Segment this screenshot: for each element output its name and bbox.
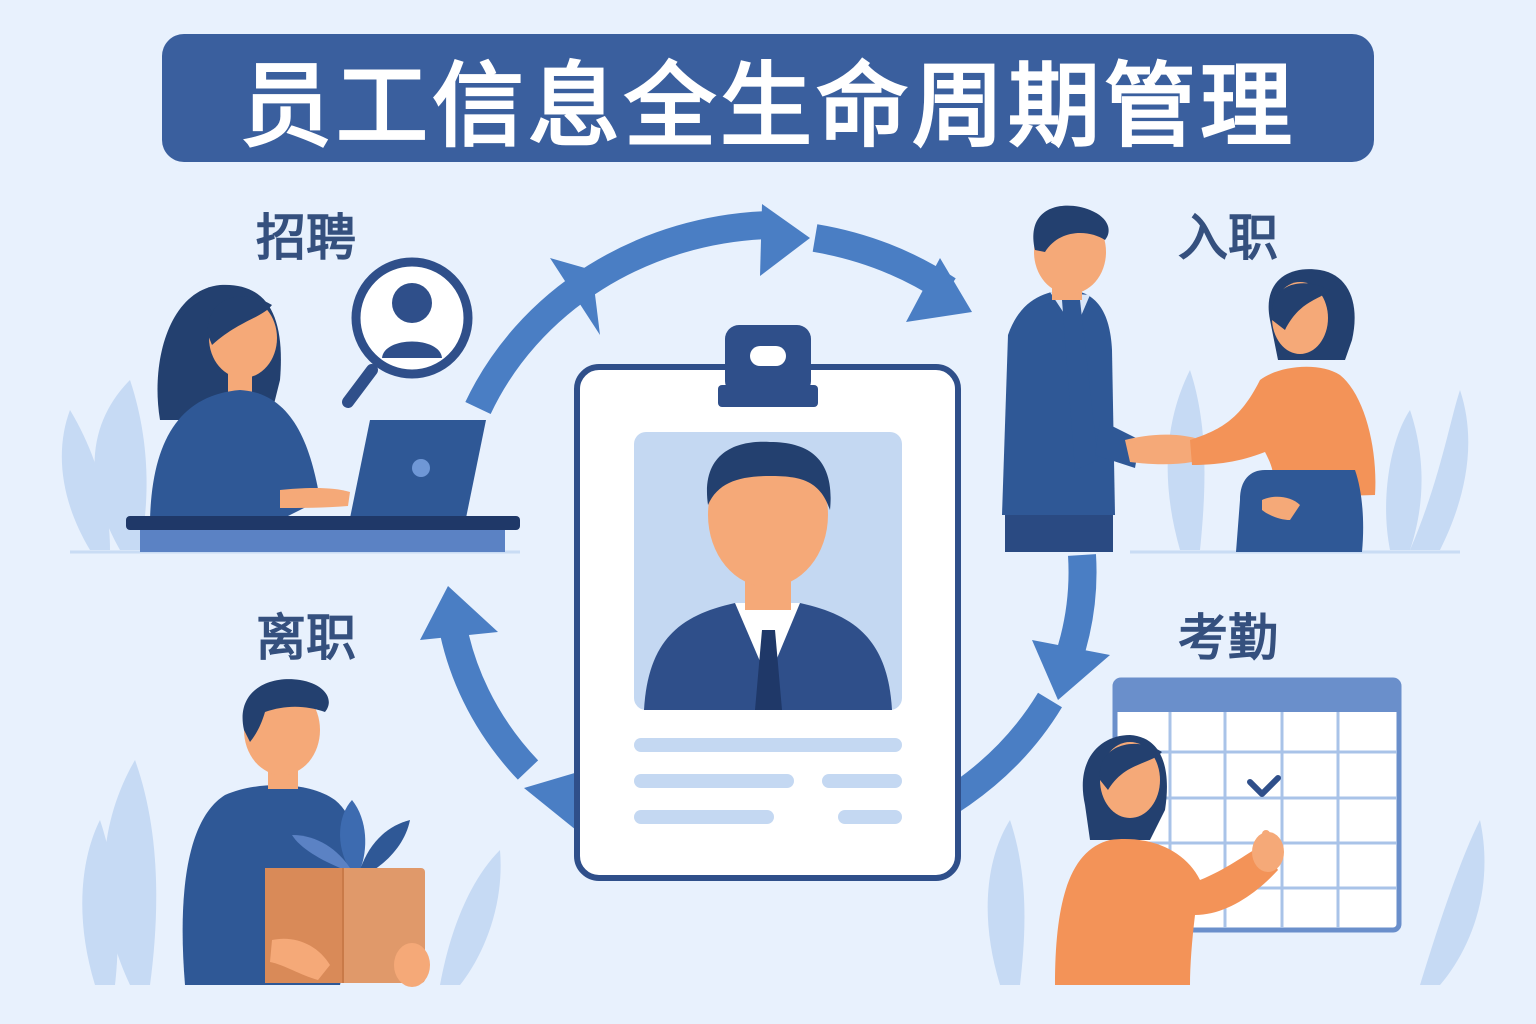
arrow-head-3 — [906, 258, 972, 322]
attendance-scene — [1055, 677, 1402, 985]
stage-label-attendance: 考勤 — [1178, 609, 1278, 667]
background-foliage — [61, 370, 1485, 985]
id-badge-icon — [574, 325, 961, 881]
arrow-head-2 — [760, 204, 810, 276]
arrow-head-6 — [420, 586, 498, 640]
recruit-scene — [126, 257, 520, 552]
checkmark-icon — [1247, 775, 1281, 797]
plant-icon — [292, 800, 410, 875]
arrow-head-1 — [550, 258, 600, 335]
page-title: 员工信息全生命周期管理 — [239, 52, 1296, 160]
laptop-icon — [350, 420, 486, 518]
onboard-scene — [1002, 205, 1376, 552]
stage-label-recruit: 招聘 — [256, 209, 356, 267]
stage-label-onboard: 入职 — [1178, 209, 1278, 267]
title-banner: 员工信息全生命周期管理 — [162, 34, 1374, 162]
arrow-head-5 — [524, 772, 578, 830]
arrow-head-4 — [1032, 640, 1110, 700]
search-user-icon — [342, 257, 473, 408]
stage-label-leave: 离职 — [256, 609, 356, 667]
leave-scene — [182, 679, 430, 987]
